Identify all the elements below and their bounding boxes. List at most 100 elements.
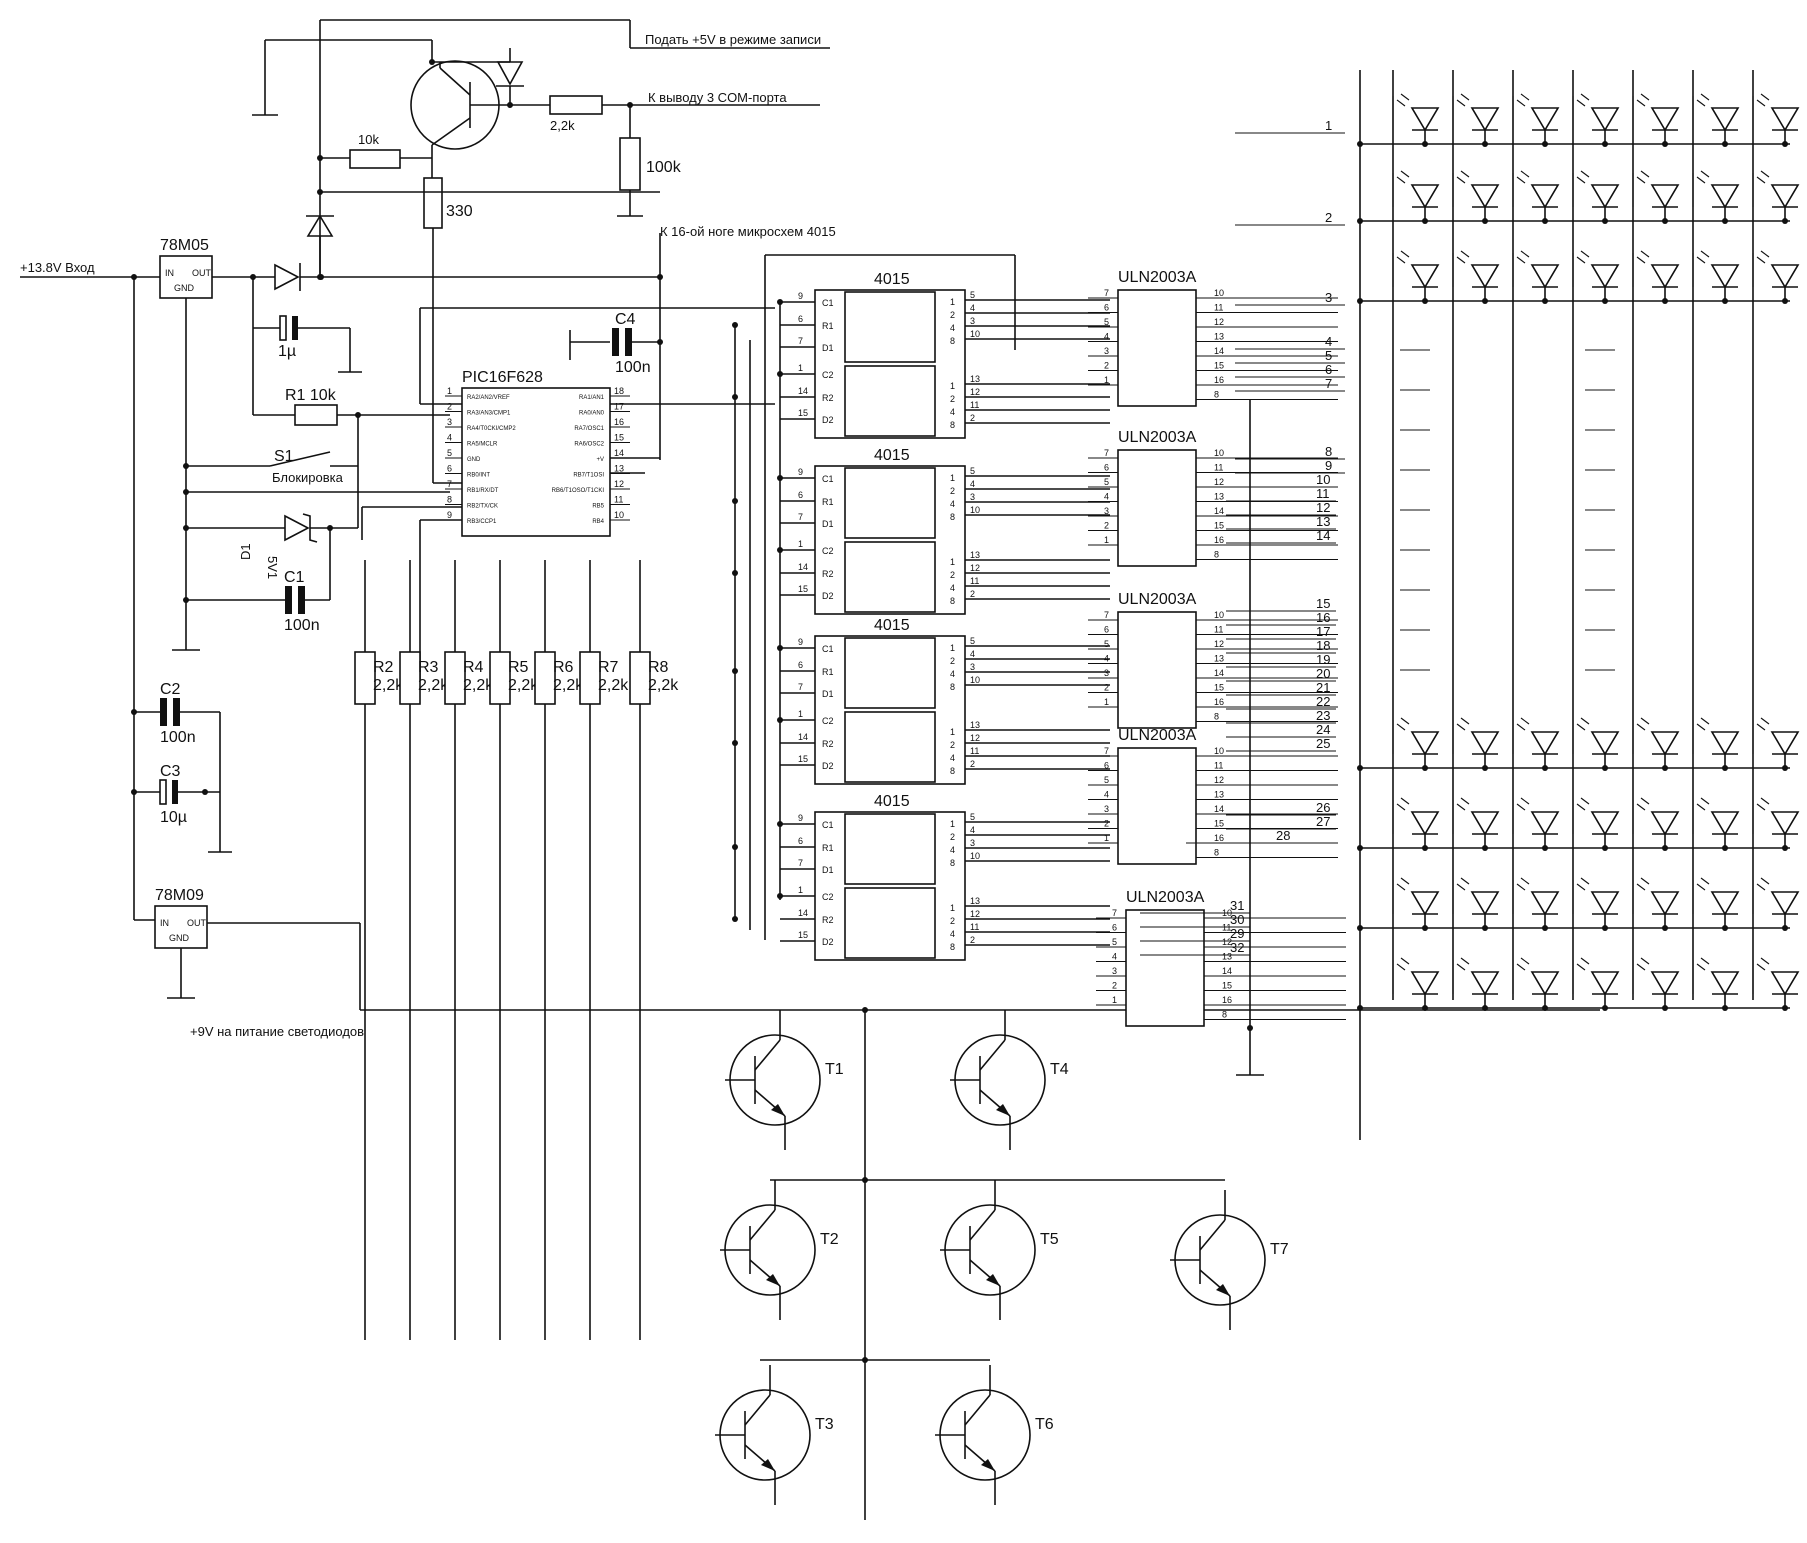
shift-register-pin-number: 15 [798, 408, 808, 418]
pic-pin-number: 11 [614, 495, 623, 505]
resistor-r7 [579, 651, 601, 705]
shift-register-pin-number: 2 [950, 656, 955, 666]
led-row [1357, 170, 1800, 224]
row-number-label: 25 [1316, 736, 1330, 751]
driver-pin-number: 15 [1222, 981, 1232, 991]
shift-register-pin-number: 3 [970, 492, 975, 502]
row-number-label: 11 [1316, 486, 1330, 501]
pic-pin-name: RA4/T0CKI/CMP2 [467, 426, 516, 432]
shift-register-pin-number: 8 [950, 682, 955, 692]
driver-pin-number: 16 [1214, 535, 1224, 545]
shift-register-pin-number: 4 [950, 499, 955, 509]
driver-pin-number: 7 [1112, 908, 1117, 918]
shift-register-4015: 4015C19R16D17C21R214D2155142341081311221… [732, 617, 1110, 785]
shift-register-pin-number: 8 [950, 942, 955, 952]
svg-text:GND: GND [169, 933, 190, 943]
svg-text:5V1: 5V1 [265, 556, 280, 579]
shift-register-pin-number: 12 [970, 387, 980, 397]
driver-pin-number: 3 [1104, 506, 1109, 516]
shift-register-pin-number: 11 [970, 746, 979, 756]
shift-register-pin-number: 10 [970, 675, 980, 685]
pic-pin-number: 17 [614, 402, 624, 412]
shift-register-pin-label: C2 [822, 716, 834, 726]
shift-register-pin-label: R2 [822, 739, 834, 749]
resistor-name: R8 [648, 659, 669, 676]
row-number-label: 3 [1325, 290, 1332, 305]
resistor-r8 [629, 651, 651, 705]
shift-register-pin-number: 3 [970, 662, 975, 672]
led [1692, 93, 1740, 147]
driver-pin-number: 11 [1214, 625, 1223, 635]
led [1392, 717, 1440, 771]
pic-pin-number: 10 [614, 510, 624, 520]
shift-register-pin-number: 9 [798, 813, 803, 823]
shift-register-pin-number: 5 [970, 290, 975, 300]
pic-pin-number: 9 [447, 510, 452, 520]
row-number-label: 5 [1325, 348, 1332, 363]
driver-column: ULN2003A7654321101112131415168ULN2003A76… [1088, 269, 1346, 1076]
shift-register-pin-number: 2 [970, 935, 975, 945]
svg-text:D1: D1 [238, 543, 253, 560]
shift-register-pin-number: 2 [950, 394, 955, 404]
shift-register-pin-label: C2 [822, 892, 834, 902]
pic-pin-number: 13 [614, 464, 624, 474]
row-number-label: 18 [1316, 638, 1330, 653]
pic-pin-name: RB0/INT [467, 473, 490, 479]
driver-pin-number: 6 [1112, 923, 1117, 933]
led [1452, 877, 1500, 931]
shift-register-pin-number: 6 [798, 314, 803, 324]
led [1692, 797, 1740, 851]
shift-register-pin-number: 1 [798, 709, 803, 719]
row-number-label: 14 [1316, 528, 1330, 543]
shift-register-pin-number: 2 [970, 759, 975, 769]
row-number-label: 32 [1230, 940, 1244, 955]
shift-register-pin-number: 4 [970, 479, 975, 489]
driver-pin-number: 13 [1214, 492, 1224, 502]
shift-register-pin-number: 15 [798, 754, 808, 764]
driver-pin-number: 6 [1104, 761, 1109, 771]
led [1452, 250, 1500, 304]
driver-pin-number: 13 [1214, 654, 1224, 664]
driver-name: ULN2003A [1118, 429, 1197, 446]
shift-register-name: 4015 [874, 617, 910, 634]
resistor-name: R6 [553, 659, 574, 676]
row-number-label: 22 [1316, 694, 1330, 709]
led [1452, 797, 1500, 851]
shift-register-pin-number: 11 [970, 400, 979, 410]
pic-pin-number: 3 [447, 417, 452, 427]
led [1512, 957, 1560, 1011]
resistor-value: 2,2k [373, 677, 404, 694]
shift-register-pin-number: 2 [950, 310, 955, 320]
transistor-label: T3 [815, 1416, 834, 1433]
pic-pin-number: 4 [447, 433, 452, 443]
shift-register-pin-label: C1 [822, 298, 834, 308]
driver-pin-number: 10 [1214, 746, 1224, 756]
shift-register-pin-number: 8 [950, 336, 955, 346]
svg-text:100k: 100k [646, 159, 682, 176]
transistor-label: T5 [1040, 1231, 1059, 1248]
driver-pin-number: 7 [1104, 448, 1109, 458]
driver-pin-number: 13 [1214, 790, 1224, 800]
resistor-name: R2 [373, 659, 394, 676]
driver-pin-number: 1 [1104, 375, 1109, 385]
driver-pin-number: 14 [1214, 668, 1224, 678]
svg-text:100n: 100n [284, 617, 320, 634]
led [1632, 250, 1680, 304]
pic-pin-number: 6 [447, 464, 452, 474]
shift-register-pin-number: 5 [970, 466, 975, 476]
shift-register-pin-number: 7 [798, 512, 803, 522]
driver-pin-number: 8 [1222, 1010, 1227, 1020]
pic-mcu: PIC16F628 1RA2/AN2/VREF2RA3/AN3/CMP13RA4… [361, 300, 775, 680]
driver-pin-number: 2 [1104, 361, 1109, 371]
resistor-r6 [534, 651, 556, 705]
svg-text:S1: S1 [274, 448, 294, 465]
pic-pin-name: RB2/TX/CK [467, 504, 498, 510]
shift-register-pin-number: 1 [950, 727, 955, 737]
shift-register-pin-number: 1 [950, 819, 955, 829]
led [1752, 877, 1800, 931]
shift-register-pin-number: 5 [970, 636, 975, 646]
shift-register-pin-label: D2 [822, 761, 834, 771]
led [1572, 170, 1620, 224]
lock-label: Блокировка [272, 470, 344, 485]
